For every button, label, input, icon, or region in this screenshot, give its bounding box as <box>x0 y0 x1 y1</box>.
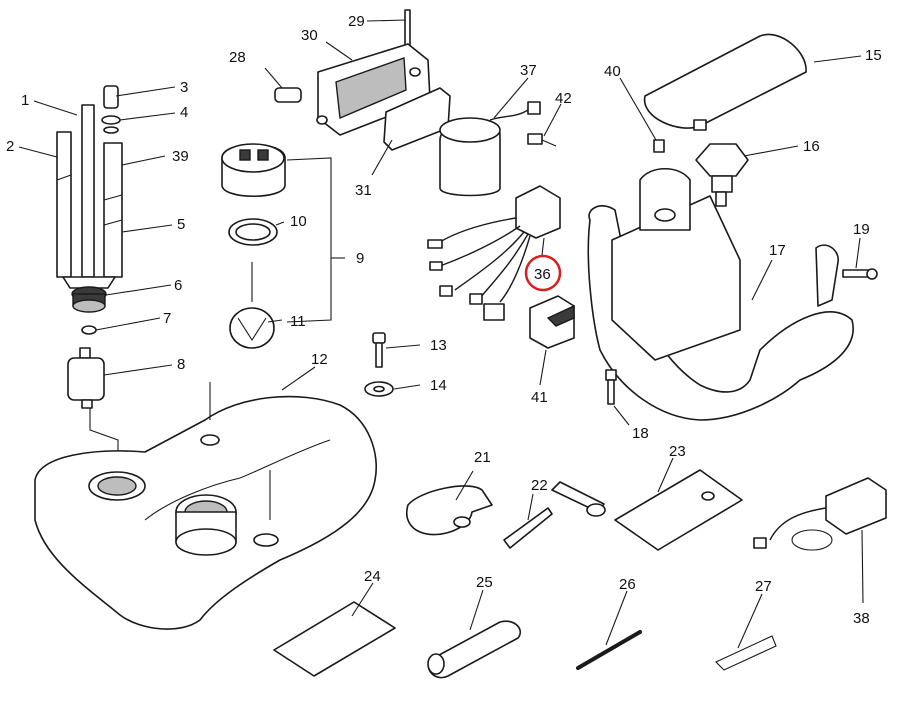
callout-28: 28 <box>229 49 246 66</box>
callout-38: 38 <box>853 610 870 627</box>
callout-21: 21 <box>474 449 491 466</box>
callout-31: 31 <box>355 182 372 199</box>
callout-7: 7 <box>163 310 171 327</box>
callout-36: 36 <box>534 266 551 283</box>
callout-19: 19 <box>853 221 870 238</box>
callout-6: 6 <box>174 277 182 294</box>
cover-knob <box>643 33 807 207</box>
callout-13: 13 <box>430 337 447 354</box>
filler-cap-set <box>209 143 286 520</box>
highlight-ring <box>524 254 562 292</box>
fuel-tank <box>34 395 377 630</box>
callout-42: 42 <box>555 90 572 107</box>
callout-26: 26 <box>619 576 636 593</box>
callout-14: 14 <box>430 377 447 394</box>
callout-41: 41 <box>531 389 548 406</box>
callout-2: 2 <box>6 138 14 155</box>
callout-30: 30 <box>301 27 318 44</box>
bolt-washer <box>364 332 394 397</box>
callout-23: 23 <box>669 443 686 460</box>
callout-40: 40 <box>604 63 621 80</box>
bracket-assembly <box>274 9 451 151</box>
fuel-filter <box>67 347 119 480</box>
callout-17: 17 <box>769 242 786 259</box>
callout-1: 1 <box>21 92 29 109</box>
callout-11: 11 <box>290 313 306 330</box>
callout-22: 22 <box>531 477 548 494</box>
callout-37: 37 <box>520 62 537 79</box>
callout-8: 8 <box>177 356 185 373</box>
callout-4: 4 <box>180 104 188 121</box>
callout-15: 15 <box>865 47 882 64</box>
callout-3: 3 <box>180 79 188 96</box>
callout-39: 39 <box>172 148 189 165</box>
callout-16: 16 <box>803 138 820 155</box>
accessory-set <box>273 469 887 679</box>
frame-housing <box>587 168 878 421</box>
leader-lines <box>18 19 864 649</box>
battery-harness <box>427 101 575 349</box>
callout-18: 18 <box>632 425 649 442</box>
callout-10: 10 <box>290 213 307 230</box>
callout-5: 5 <box>177 216 185 233</box>
callout-9: 9 <box>356 250 364 267</box>
callout-12: 12 <box>311 351 328 368</box>
callout-27: 27 <box>755 578 772 595</box>
callout-24: 24 <box>364 568 381 585</box>
callout-29: 29 <box>348 13 365 30</box>
callout-25: 25 <box>476 574 493 591</box>
callout-labels: 1 2 3 4 39 5 6 7 8 9 10 11 12 13 14 15 1… <box>6 13 882 627</box>
tube-assembly <box>56 85 123 335</box>
